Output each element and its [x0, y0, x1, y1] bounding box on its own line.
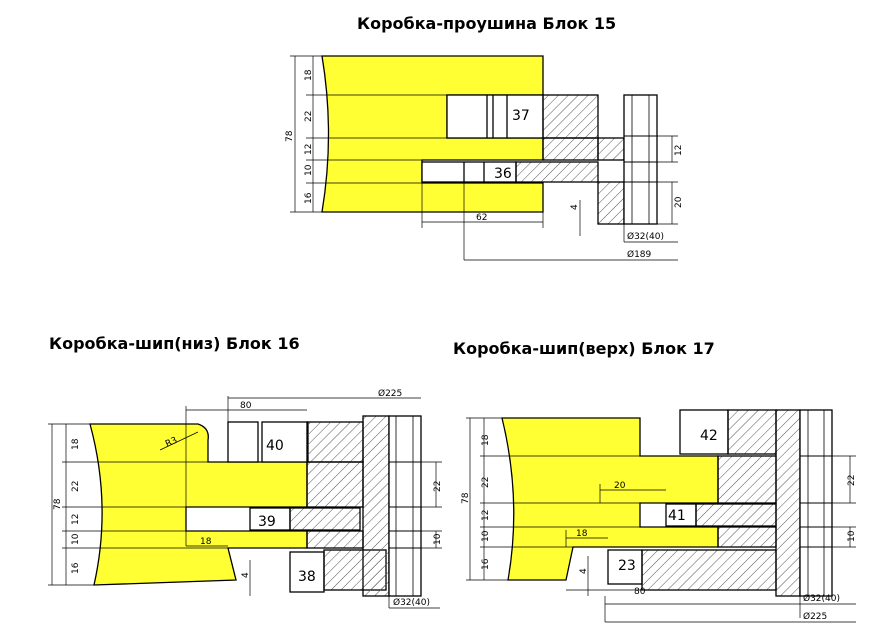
block17-dim-right-22: 22 [847, 475, 857, 486]
block17-title: Коробка-шип(верх) Блок 17 [453, 339, 715, 358]
block15-cutter-37 [446, 94, 544, 139]
block16-drawing: 18 22 12 10 16 78 80 Ø225 R3 18 22 10 4 … [48, 388, 443, 609]
block15-dim-right-20: 20 [674, 196, 684, 208]
block16-dim-right-22: 22 [433, 481, 443, 492]
block16-dim-10: 10 [71, 533, 81, 545]
block15-dim-18: 18 [304, 69, 314, 81]
block17-dim-12: 12 [481, 510, 491, 521]
block16-dim-18: 18 [71, 438, 81, 450]
block17-dim-16: 16 [481, 558, 491, 570]
block15-dim-right-12: 12 [674, 145, 684, 156]
block16-dim-dia: Ø225 [378, 388, 402, 399]
block15-dim-62: 62 [476, 213, 487, 223]
block17-label-42: 42 [700, 428, 718, 444]
block16-dim-18-inner: 18 [200, 537, 212, 547]
block16-label-38: 38 [298, 569, 316, 585]
block17-dim-dia: Ø225 [803, 611, 827, 622]
block17-dim-80: 80 [634, 587, 646, 597]
block15-dim-16: 16 [304, 192, 314, 204]
block16-dim-12: 12 [71, 514, 81, 525]
block15-dim-10: 10 [304, 164, 314, 176]
block15-dim-bore: Ø32(40) [627, 231, 664, 242]
block17-dim-10: 10 [481, 530, 491, 542]
block17-dim-18: 18 [481, 434, 491, 446]
block17-workpiece [501, 417, 719, 581]
block15-label-36: 36 [494, 166, 512, 182]
block16-title: Коробка-шип(низ) Блок 16 [49, 334, 300, 353]
block17-dim-bore: Ø32(40) [803, 593, 840, 604]
block16-label-39: 39 [258, 514, 276, 530]
block15-dim-22: 22 [304, 111, 314, 122]
block16-dim-80: 80 [240, 401, 252, 411]
block16-dim-22: 22 [71, 481, 81, 492]
block16-dim-bore: Ø32(40) [393, 597, 430, 608]
block15-drawing: 18 22 12 10 16 78 12 20 62 4 Ø32(40) Ø18… [285, 55, 684, 261]
block17-drawing: 18 22 12 10 16 78 20 18 22 10 4 80 Ø32(4… [461, 409, 857, 623]
block16-dim-right-10: 10 [433, 533, 443, 545]
block16-dim-4: 4 [241, 572, 251, 578]
block17-dim-20: 20 [614, 481, 626, 491]
block17-dim-22: 22 [481, 477, 491, 488]
block15-label-37: 37 [512, 108, 530, 124]
block16-dim-radius: R3 [164, 436, 179, 450]
block17-dim-right-10: 10 [847, 530, 857, 542]
block15-dim-12: 12 [304, 144, 314, 155]
block15-dim-4: 4 [570, 204, 580, 210]
block16-dim-78: 78 [53, 498, 63, 510]
block17-label-41: 41 [668, 508, 686, 524]
block15-dim-78: 78 [285, 130, 295, 142]
block16-label-40: 40 [266, 438, 284, 454]
block17-dim-78: 78 [461, 492, 471, 504]
block17-dim-18-inner: 18 [576, 529, 588, 539]
block16-dim-16: 16 [71, 562, 81, 574]
block17-dim-4: 4 [579, 568, 589, 574]
block17-label-23: 23 [618, 558, 636, 574]
block15-title: Коробка-проушина Блок 15 [357, 14, 617, 33]
block15-dim-dia: Ø189 [627, 249, 652, 260]
